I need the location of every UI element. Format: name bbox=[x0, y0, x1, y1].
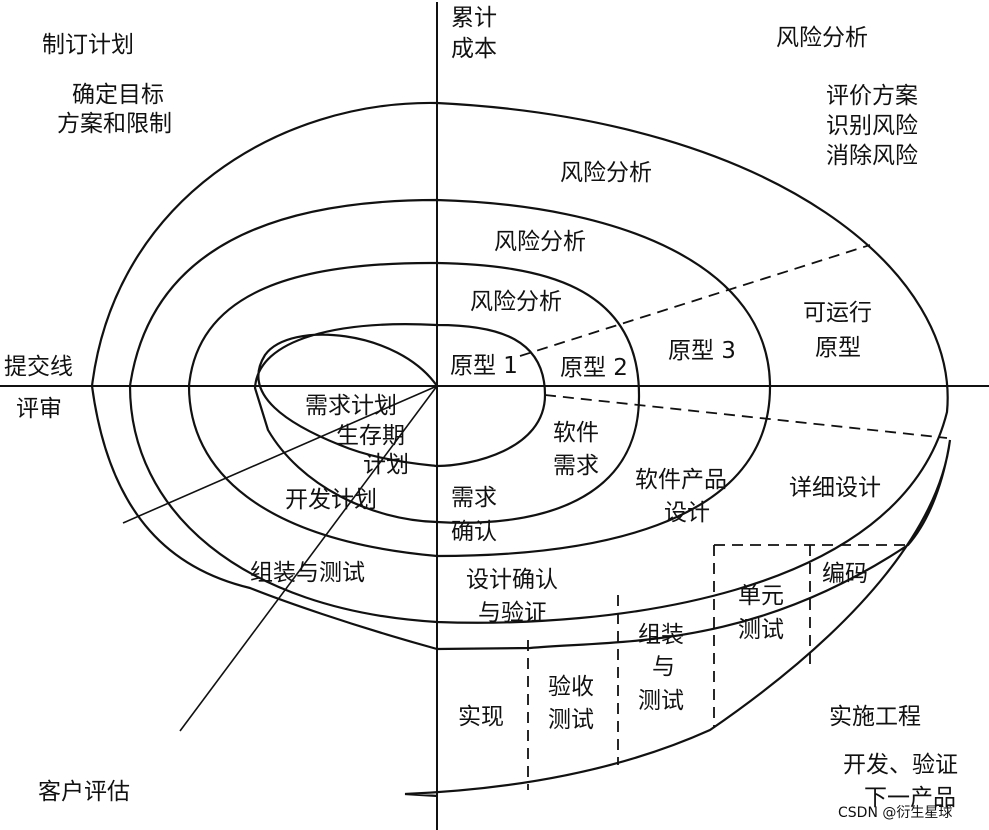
risk-line-1: 评价方案 bbox=[826, 83, 918, 109]
engineering-line-1: 开发、验证 bbox=[843, 752, 958, 778]
integration-test-box-3: 测试 bbox=[638, 688, 684, 714]
development-plan: 开发计划 bbox=[285, 487, 377, 513]
prototype-2: 原型 2 bbox=[560, 355, 628, 381]
watermark: CSDN @衍生星球 bbox=[838, 805, 952, 821]
risk-analysis-outer: 风险分析 bbox=[560, 160, 652, 186]
implementation: 实现 bbox=[458, 704, 504, 730]
integration-test-box-2: 与 bbox=[652, 654, 675, 680]
requirements-plan: 需求计划 bbox=[305, 393, 397, 419]
software-requirements-1: 软件 bbox=[553, 420, 599, 446]
acceptance-test-2: 测试 bbox=[548, 707, 594, 733]
pointer-line-1 bbox=[122, 385, 438, 524]
dashed-lower-divider bbox=[544, 394, 948, 439]
product-design-1: 软件产品 bbox=[635, 467, 727, 493]
requirements-validation-2: 确认 bbox=[451, 519, 497, 545]
risk-analysis-middle: 风险分析 bbox=[494, 229, 586, 255]
prototype-1: 原型 1 bbox=[450, 353, 518, 379]
operational-prototype-1: 可运行 bbox=[803, 300, 872, 326]
prototype-3: 原型 3 bbox=[668, 338, 736, 364]
engineering-heading: 实施工程 bbox=[829, 704, 921, 730]
axis-top-line-2: 成本 bbox=[451, 36, 497, 62]
review-label: 评审 bbox=[16, 396, 62, 422]
software-requirements-2: 需求 bbox=[553, 453, 599, 479]
pointer-line-2 bbox=[179, 385, 438, 732]
risk-heading: 风险分析 bbox=[776, 25, 868, 51]
coding: 编码 bbox=[822, 561, 868, 587]
integration-test-plan: 组装与测试 bbox=[250, 560, 365, 586]
lifecycle-plan-1: 生存期 bbox=[336, 423, 405, 449]
risk-line-3: 消除风险 bbox=[826, 143, 918, 169]
risk-analysis-inner: 风险分析 bbox=[470, 289, 562, 315]
product-design-2: 设计 bbox=[664, 500, 710, 526]
lifecycle-plan-2: 计划 bbox=[363, 452, 409, 478]
operational-prototype-2: 原型 bbox=[815, 335, 861, 361]
axis-top-line-1: 累计 bbox=[451, 5, 497, 31]
unit-test-2: 测试 bbox=[738, 617, 784, 643]
integration-test-box-1: 组装 bbox=[638, 622, 684, 648]
requirements-validation-1: 需求 bbox=[451, 485, 497, 511]
spiral-curve bbox=[90, 101, 952, 798]
detailed-design: 详细设计 bbox=[789, 475, 881, 501]
plan-line-2: 方案和限制 bbox=[57, 111, 172, 137]
engineering-line-2: 下一产品 bbox=[864, 785, 956, 811]
acceptance-test-1: 验收 bbox=[548, 674, 594, 700]
customer-evaluation: 客户评估 bbox=[38, 779, 130, 805]
risk-line-2: 识别风险 bbox=[826, 113, 918, 139]
submit-line-label: 提交线 bbox=[4, 354, 73, 380]
design-validation-2: 与验证 bbox=[478, 600, 547, 626]
plan-line-1: 确定目标 bbox=[72, 82, 164, 108]
plan-heading: 制订计划 bbox=[42, 32, 134, 58]
design-validation-1: 设计确认 bbox=[466, 567, 558, 593]
dashed-upper-divider bbox=[519, 244, 871, 357]
unit-test-1: 单元 bbox=[738, 583, 784, 609]
